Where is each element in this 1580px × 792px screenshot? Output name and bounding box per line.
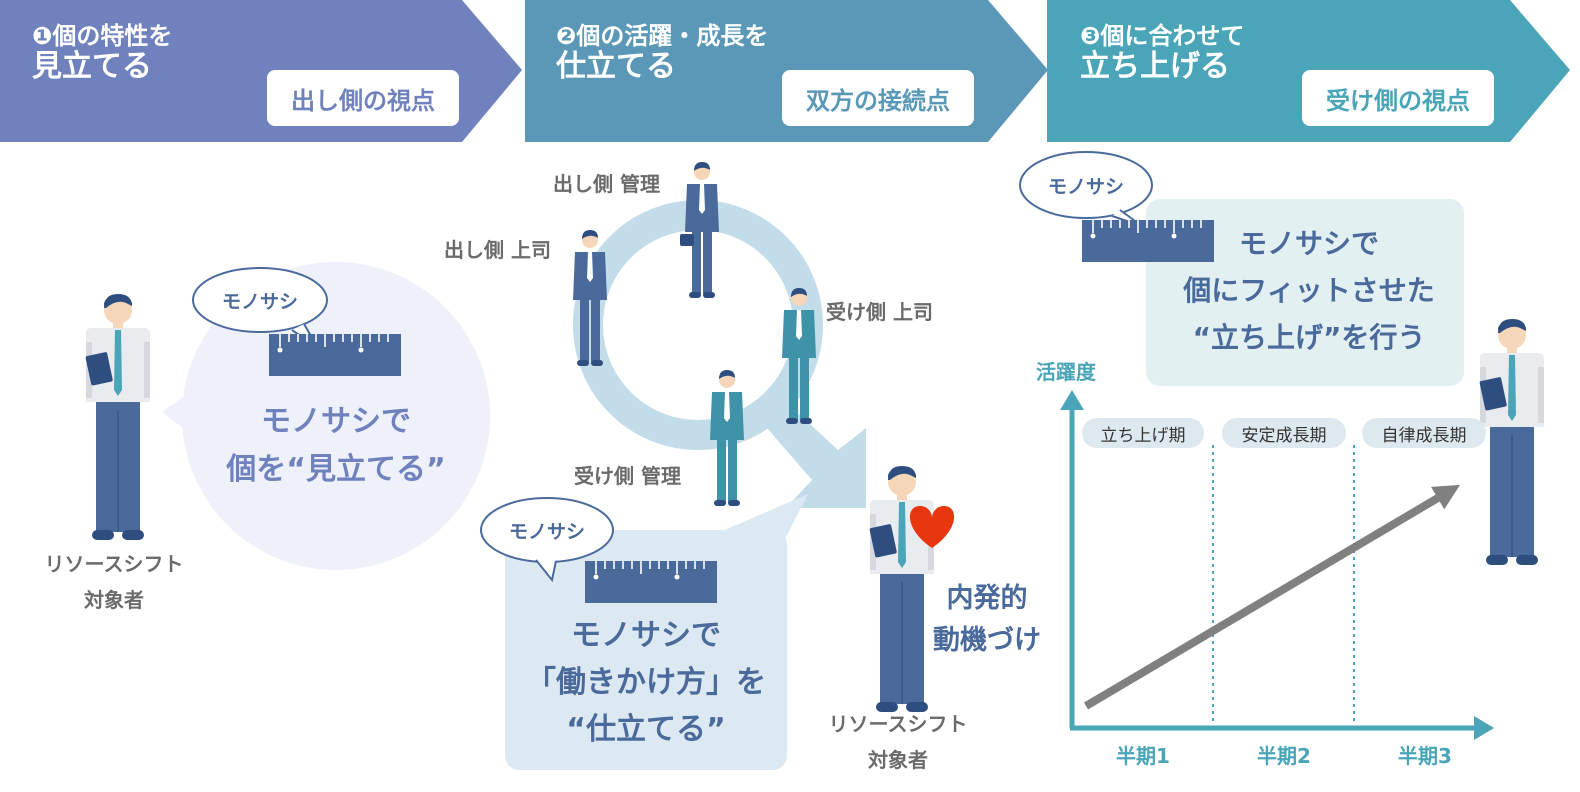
label-receiver-manager: 受け側 管理 <box>574 464 681 488</box>
step3-number: ❸個に合わせて <box>1080 22 1245 50</box>
section2-message: モノサシで 「働きかけ方」を “仕立てる” <box>505 612 787 753</box>
section3-box <box>1146 199 1464 386</box>
step3-title: 立ち上げる <box>1080 49 1230 84</box>
motivation-line2: 動機づけ <box>933 625 1041 656</box>
step2-perspective: 双方の接続点 <box>782 70 974 126</box>
step1-number: ❶個の特性を <box>32 22 173 50</box>
step2-title: 仕立てる <box>556 49 676 84</box>
phase-pill-2: 安定成長期 <box>1222 418 1346 448</box>
section1-bubble <box>182 262 490 570</box>
x-tick-3: 半期3 <box>1398 744 1452 768</box>
step1-header: ❶個の特性を 見立てる <box>32 22 172 84</box>
section2-person-line2: 対象者 <box>868 748 928 772</box>
section3-message: モノサシで 個にフィットさせた “立ち上げ”を行う <box>1150 220 1468 361</box>
step3-perspective: 受け側の視点 <box>1302 70 1494 126</box>
label-sender-manager: 出し側 管理 <box>553 172 660 196</box>
section3-line1: モノサシで <box>1238 227 1379 260</box>
step2-header: ❷個の活躍・成長を 仕立てる <box>556 22 768 84</box>
section2-line3: “仕立てる” <box>566 712 726 747</box>
monosashi-tag-1: モノサシ <box>221 290 298 313</box>
monosashi-tag-3: モノサシ <box>1047 175 1124 198</box>
motivation-label: 内発的 動機づけ <box>922 578 1052 662</box>
section1-person-caption: リソースシフト 対象者 <box>24 546 204 618</box>
chart-series-group <box>1083 484 1461 710</box>
person-target-1 <box>84 293 151 541</box>
section1-person-line2: 対象者 <box>84 588 144 612</box>
person-receiver-manager <box>710 370 744 506</box>
section2-person-line1: リソースシフト <box>828 712 968 736</box>
x-tick-2: 半期2 <box>1257 744 1311 768</box>
phase-pill-3: 自律成長期 <box>1362 418 1486 448</box>
section1-line2: 個を“見立てる” <box>226 452 446 487</box>
step2-number: ❷個の活躍・成長を <box>556 22 769 50</box>
section1-message: モノサシで 個を“見立てる” <box>196 398 476 494</box>
growth-arrowhead <box>1431 484 1461 510</box>
chart-ylabel: 活躍度 <box>1036 360 1096 384</box>
step3-header: ❸個に合わせて 立ち上げる <box>1080 22 1244 84</box>
motivation-line1: 内発的 <box>946 583 1028 614</box>
growth-line <box>1083 488 1451 710</box>
phase-pill-1: 立ち上げ期 <box>1082 418 1204 448</box>
section3-line2: 個にフィットさせた <box>1183 274 1435 307</box>
section2-line1: モノサシで <box>571 618 721 653</box>
monosashi-tag-2: モノサシ <box>508 520 585 543</box>
x-tick-1: 半期1 <box>1116 744 1170 768</box>
section2-line2: 「働きかけ方」を <box>526 665 766 700</box>
section3-line3: “立ち上げ”を行う <box>1192 321 1426 354</box>
ruler-icon-2 <box>584 560 718 604</box>
label-receiver-boss: 受け側 上司 <box>826 300 933 324</box>
section1-person-line1: リソースシフト <box>44 552 184 576</box>
ruler-icon-1 <box>268 333 402 377</box>
step1-perspective: 出し側の視点 <box>267 70 459 126</box>
label-sender-boss: 出し側 上司 <box>444 238 551 262</box>
person-target-3 <box>1478 318 1545 566</box>
step1-title: 見立てる <box>32 49 152 84</box>
section2-person-caption: リソースシフト 対象者 <box>808 706 988 778</box>
magnifier-handle-arrow <box>760 398 866 508</box>
person-sender-manager <box>685 162 719 298</box>
heart-icon <box>909 506 955 548</box>
section1-line1: モノサシで <box>261 404 411 439</box>
